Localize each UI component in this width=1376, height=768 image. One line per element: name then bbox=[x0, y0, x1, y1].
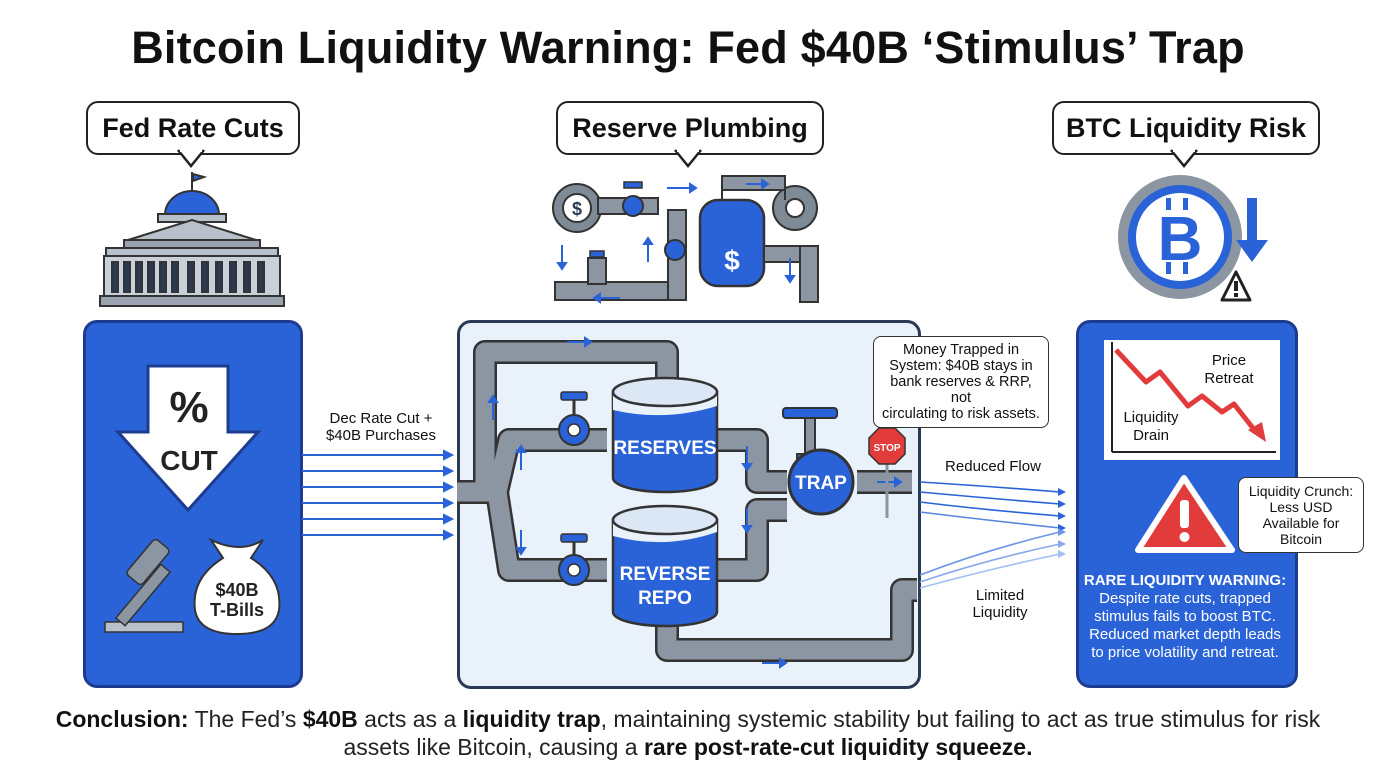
trap-valve-icon: TRAP bbox=[782, 407, 855, 516]
liquidity-drain-line-2: Drain bbox=[1133, 427, 1169, 444]
page-title: Bitcoin Liquidity Warning: Fed $40B ‘Sti… bbox=[131, 22, 1245, 73]
input-label: Dec Rate Cut + $40B Purchases bbox=[302, 410, 460, 444]
input-label-line-1: Dec Rate Cut + bbox=[329, 410, 433, 427]
note-line-3: bank reserves & RRP, not bbox=[890, 374, 1032, 406]
note-line-2: System: $40B stays in bbox=[889, 358, 1033, 374]
conclusion-text: Conclusion: The Fed’s $40B acts as a liq… bbox=[40, 705, 1336, 761]
price-decline-line bbox=[1114, 348, 1258, 434]
reduced-flow-label: Reduced Flow bbox=[945, 458, 1041, 475]
warning-line-3: Reduced market depth leads bbox=[1089, 626, 1281, 643]
svg-text:$: $ bbox=[572, 199, 582, 219]
stop-label: STOP bbox=[873, 443, 900, 454]
outflow-arrows bbox=[919, 481, 1066, 589]
warning-line-2: stimulus fails to boost BTC. bbox=[1094, 608, 1276, 625]
warning-line-4: to price volatility and retreat. bbox=[1091, 644, 1279, 661]
section-label-reserve-plumbing: Reserve Plumbing bbox=[556, 101, 824, 155]
conclusion-bold-squeeze: rare post-rate-cut liquidity squeeze. bbox=[643, 734, 1033, 760]
bubble-tails bbox=[177, 149, 1198, 168]
crunch-line-1: Liquidity Crunch: bbox=[1248, 483, 1354, 499]
reverse-label: REVERSE bbox=[620, 564, 711, 585]
conclusion-part-2: acts as a bbox=[357, 706, 463, 732]
bag-label-amount: $40B bbox=[215, 580, 258, 600]
reserves-tank: RESERVES bbox=[611, 376, 719, 494]
money-trapped-note: Money Trapped in System: $40B stays in b… bbox=[873, 336, 1049, 428]
limited-line-1: Limited bbox=[975, 587, 1025, 604]
crunch-line-3: Available for bbox=[1262, 515, 1340, 531]
cut-label: CUT bbox=[160, 445, 218, 476]
bag-label-tbills: T-Bills bbox=[210, 600, 264, 620]
conclusion-bold-amount: $40B bbox=[302, 706, 358, 732]
limited-liquidity-label: Limited Liquidity bbox=[952, 587, 1048, 621]
repo-label: REPO bbox=[638, 588, 692, 609]
liquidity-drain-line-1: Liquidity bbox=[1123, 409, 1179, 426]
valve-reverse-repo-icon bbox=[558, 533, 590, 586]
warning-triangle-small-icon bbox=[1220, 270, 1252, 302]
price-chart-card bbox=[1104, 340, 1280, 460]
price-retreat-line-2: Retreat bbox=[1204, 370, 1254, 387]
tank-dollar-sign: $ bbox=[724, 245, 740, 276]
down-arrow-icon bbox=[1236, 198, 1268, 262]
reserves-label: RESERVES bbox=[613, 438, 716, 459]
conclusion-bold-trap: liquidity trap bbox=[462, 706, 601, 732]
bitcoin-coin-icon: B bbox=[1118, 175, 1242, 299]
conclusion-part-3: , maintaining systemic stability but fai… bbox=[343, 706, 1321, 760]
plumbing-machinery-icon: $ $ bbox=[552, 175, 819, 304]
gavel-icon bbox=[104, 538, 184, 633]
btc-panel-graphics: Price Retreat Liquidity Drain bbox=[1104, 340, 1280, 553]
warning-title: RARE LIQUIDITY WARNING: bbox=[1083, 572, 1287, 589]
cut-arrow-icon bbox=[114, 364, 262, 513]
input-label-line-2: $40B Purchases bbox=[325, 427, 437, 444]
note-line-4: circulating to risk assets. bbox=[882, 406, 1040, 422]
limited-line-2: Liquidity bbox=[972, 604, 1028, 621]
stop-sign-icon: STOP bbox=[868, 427, 906, 518]
capitol-building-icon bbox=[99, 172, 285, 307]
section-label-fed-rate-cuts: Fed Rate Cuts bbox=[86, 101, 300, 155]
liquidity-crunch-note: Liquidity Crunch: Less USD Available for… bbox=[1238, 477, 1364, 553]
note-line-1: Money Trapped in bbox=[902, 342, 1020, 358]
fed-panel-graphics: % CUT $40B T-Bills bbox=[104, 364, 281, 636]
rare-liquidity-warning: RARE LIQUIDITY WARNING: Despite rate cut… bbox=[1079, 572, 1291, 662]
price-retreat-line-1: Price bbox=[1212, 352, 1246, 369]
percent-symbol: % bbox=[169, 383, 208, 432]
conclusion-part-1: The Fed’s bbox=[188, 706, 303, 732]
bitcoin-symbol: B bbox=[1158, 205, 1203, 274]
conclusion-lead: Conclusion: bbox=[55, 706, 189, 732]
plumbing-diagram: RESERVES REVERSE REPO TRAP STOP bbox=[457, 336, 917, 669]
crunch-line-2: Less USD bbox=[1269, 499, 1333, 515]
trap-label: TRAP bbox=[795, 473, 847, 494]
reverse-repo-tank: REVERSE REPO bbox=[611, 504, 719, 628]
valve-reserves-icon bbox=[558, 391, 590, 446]
money-bag-icon: $40B T-Bills bbox=[193, 537, 281, 636]
alert-triangle-icon bbox=[1135, 475, 1235, 553]
warning-line-1: Despite rate cuts, trapped bbox=[1099, 590, 1271, 607]
crunch-line-4: Bitcoin bbox=[1279, 531, 1323, 547]
input-flow-arrows bbox=[302, 449, 455, 541]
